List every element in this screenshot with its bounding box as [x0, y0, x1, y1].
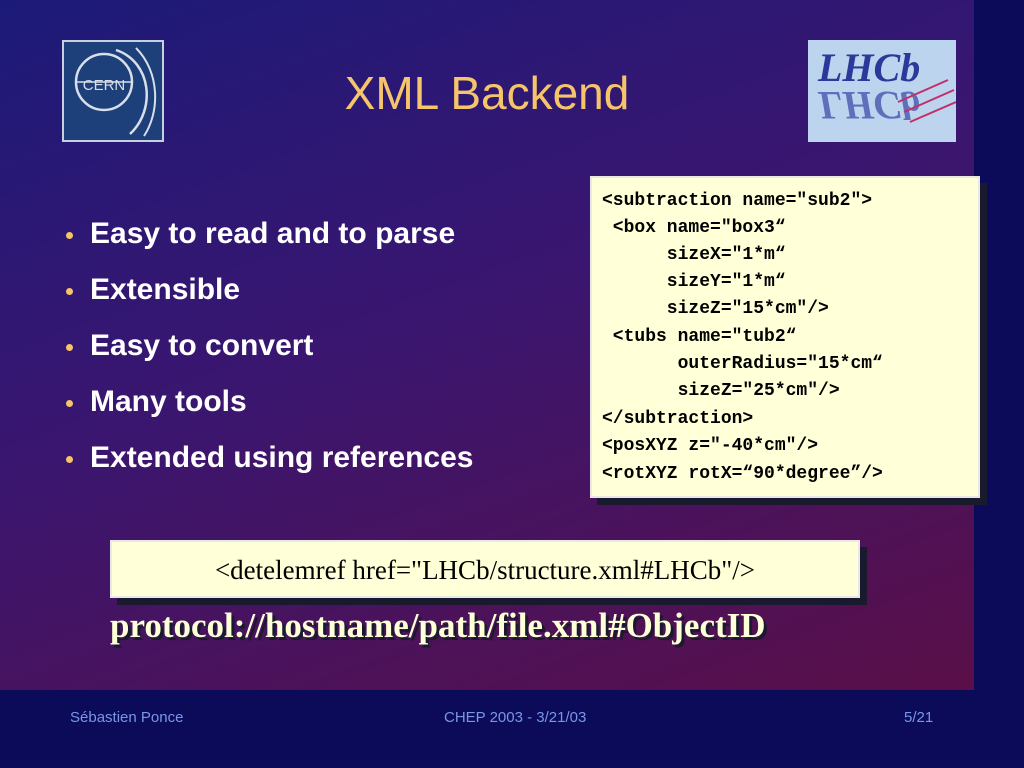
code-line: <rotXYZ rotX=“90*degree”/>	[602, 464, 883, 484]
footer-event: CHEP 2003 - 3/21/03	[444, 709, 587, 726]
footer-bar	[0, 690, 1024, 768]
bullet-dot-icon	[66, 400, 73, 407]
bullet-dot-icon	[66, 456, 73, 463]
code-line: sizeZ="25*cm"/>	[602, 381, 840, 401]
bullet-item: Many tools	[62, 380, 473, 436]
bullet-text: Easy to read and to parse	[90, 217, 456, 250]
xml-code-box: <subtraction name="sub2"> <box name="box…	[590, 176, 980, 498]
bullet-item: Easy to read and to parse	[62, 212, 473, 268]
slide-title: XML Backend	[344, 67, 630, 119]
bullet-list: Easy to read and to parse Extensible Eas…	[62, 212, 473, 492]
bullet-dot-icon	[66, 344, 73, 351]
reference-example-box: <detelemref href="LHCb/structure.xml#LHC…	[110, 540, 860, 598]
code-line: <box name="box3“	[602, 218, 786, 238]
bullet-item: Extended using references	[62, 436, 473, 492]
cern-logo-icon: CERN	[74, 47, 157, 137]
code-line: <posXYZ z="-40*cm"/>	[602, 436, 819, 456]
bullet-text: Easy to convert	[90, 329, 314, 362]
protocol-format-text: protocol://hostname/path/file.xml#Object…	[110, 606, 766, 645]
code-line: sizeY="1*m“	[602, 272, 786, 292]
code-line: sizeX="1*m“	[602, 245, 786, 265]
bullet-text: Extended using references	[90, 441, 474, 474]
bullet-item: Easy to convert	[62, 324, 473, 380]
footer-page-number: 5/21	[904, 709, 934, 726]
lhcb-logo: LHCb LHCb	[808, 40, 956, 142]
reference-example-text: <detelemref href="LHCb/structure.xml#LHC…	[214, 555, 756, 585]
footer-author: Sébastien Ponce	[70, 709, 184, 726]
code-line: outerRadius="15*cm“	[602, 354, 883, 374]
lhcb-logo-text: LHCb	[818, 45, 921, 90]
code-line: <tubs name="tub2“	[602, 327, 797, 347]
bullet-dot-icon	[66, 232, 73, 239]
lhcb-logo-lines-icon	[897, 79, 956, 123]
cern-logo: CERN	[62, 40, 164, 142]
bullet-item: Extensible	[62, 268, 473, 324]
cern-logo-text: CERN	[83, 77, 126, 94]
bullet-text: Many tools	[90, 385, 247, 418]
bullet-text: Extensible	[90, 273, 241, 306]
code-line: </subtraction>	[602, 409, 754, 429]
right-strip	[974, 0, 1024, 690]
code-line: sizeZ="15*cm"/>	[602, 299, 829, 319]
code-line: <subtraction name="sub2">	[602, 191, 873, 211]
bullet-dot-icon	[66, 288, 73, 295]
